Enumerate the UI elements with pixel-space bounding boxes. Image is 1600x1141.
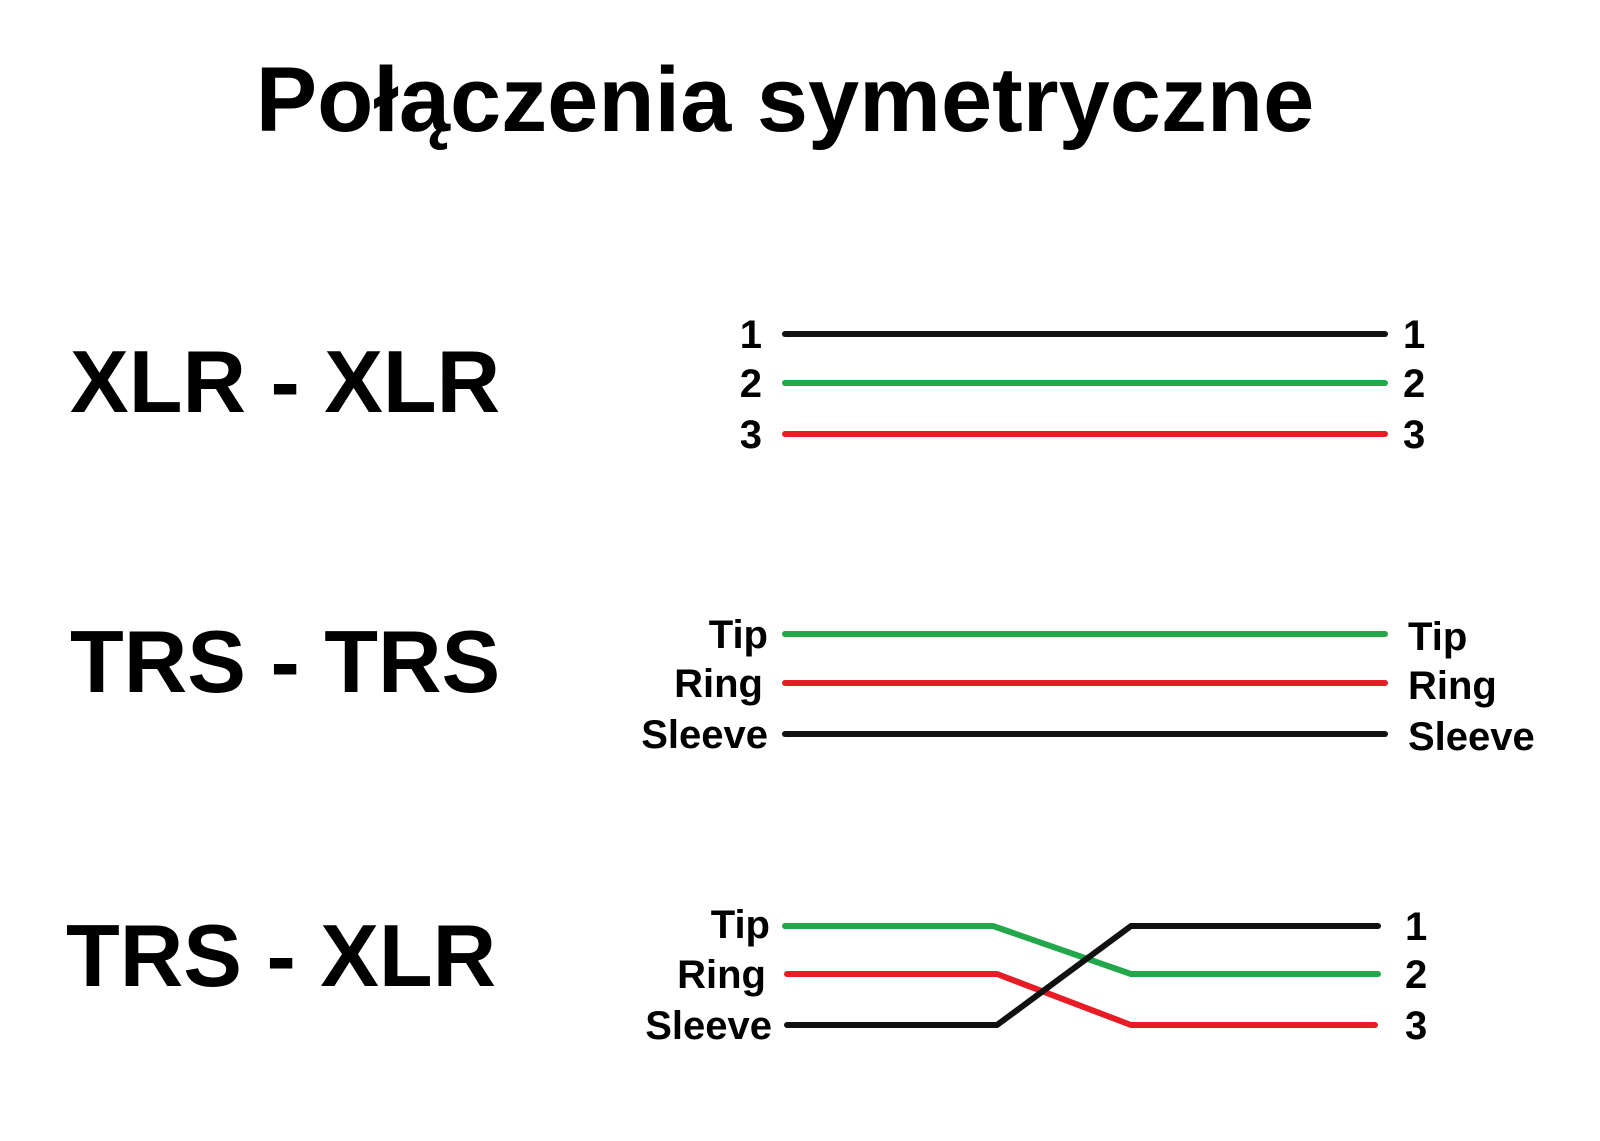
right-label: 1 [1403,313,1425,357]
left-label: Sleeve [641,713,768,757]
right-label: 2 [1403,362,1425,406]
section-title-trs-trs: TRS - TRS [70,612,501,711]
right-label: 3 [1405,1004,1427,1048]
right-label: 3 [1403,413,1425,457]
section-title-xlr-xlr: XLR - XLR [70,332,501,431]
left-label: Tip [711,903,770,947]
left-label: Ring [674,662,763,706]
section-title-trs-xlr: TRS - XLR [66,906,497,1005]
wire-ring-to-3 [784,971,1378,1028]
wiring-xlr-xlr: 1 2 3 1 2 3 [740,313,1426,457]
page-title: Połączenia symetryczne [255,49,1315,151]
wire-sleeve-to-1 [784,923,1381,1028]
right-label: 2 [1405,953,1427,997]
right-label: 1 [1405,905,1427,949]
left-label: 2 [740,362,762,406]
right-label: Ring [1408,664,1497,708]
left-label: Ring [677,953,766,997]
left-label: Tip [709,613,768,657]
wire-tip-to-2 [782,923,1381,977]
wiring-trs-trs: Tip Ring Sleeve Tip Ring Sleeve [641,613,1535,759]
left-label: 3 [740,413,762,457]
right-label: Tip [1408,615,1467,659]
right-label: Sleeve [1408,715,1535,759]
left-label: Sleeve [645,1004,772,1048]
wiring-trs-xlr: Tip Ring Sleeve 1 2 3 [645,903,1427,1048]
left-label: 1 [740,313,762,357]
